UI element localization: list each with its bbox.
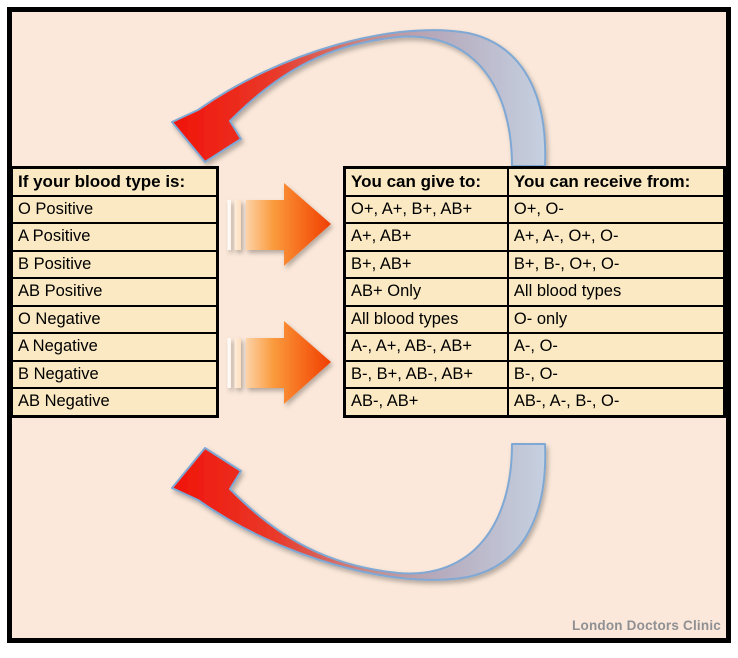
table-row: A Positive [10, 222, 219, 252]
table-row: A Negative [10, 332, 219, 362]
receive-cell: O- only [506, 304, 726, 334]
receive-cell: B+, B-, O+, O- [506, 249, 726, 279]
give-cell: A+, AB+ [343, 222, 509, 252]
receive-cell: A+, A-, O+, O- [506, 222, 726, 252]
compatibility-table: You can give to: You can receive from: O… [343, 166, 726, 418]
give-cell: B+, AB+ [343, 249, 509, 279]
receive-cell: All blood types [506, 277, 726, 307]
receive-cell: AB-, A-, B-, O- [506, 387, 726, 417]
receive-column-header: You can receive from: [506, 166, 726, 197]
give-cell: B-, B+, AB-, AB+ [343, 359, 509, 389]
give-cell: AB+ Only [343, 277, 509, 307]
give-cell: AB-, AB+ [343, 387, 509, 417]
table-row: AB Negative [10, 387, 219, 417]
table-row: AB Positive [10, 277, 219, 307]
blood-type-table: If your blood type is: O Positive A Posi… [10, 166, 219, 418]
table-row: O Positive [10, 194, 219, 224]
table-row: O Negative [10, 304, 219, 334]
receive-cell: A-, O- [506, 332, 726, 362]
give-cell: A-, A+, AB-, AB+ [343, 332, 509, 362]
blood-type-table-header: If your blood type is: [10, 166, 219, 197]
give-column-header: You can give to: [343, 166, 509, 197]
watermark: London Doctors Clinic [572, 618, 721, 633]
give-cell: All blood types [343, 304, 509, 334]
receive-cell: B-, O- [506, 359, 726, 389]
table-row: B Negative [10, 359, 219, 389]
table-row: B Positive [10, 249, 219, 279]
give-cell: O+, A+, B+, AB+ [343, 194, 509, 224]
receive-cell: O+, O- [506, 194, 726, 224]
